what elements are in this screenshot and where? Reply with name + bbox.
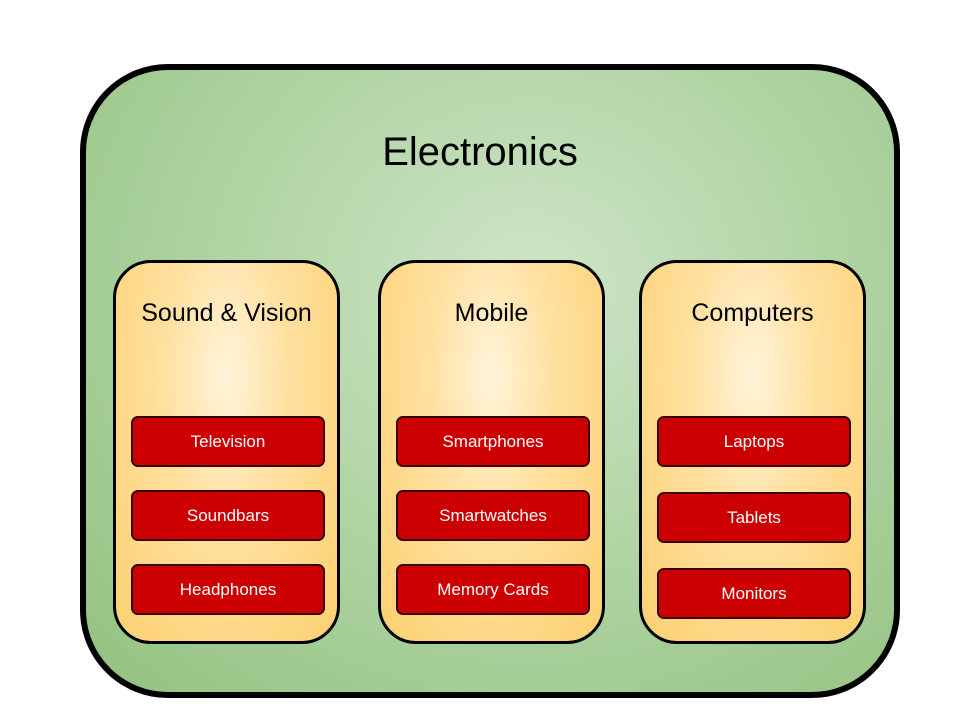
item-soundbars: Soundbars xyxy=(131,490,325,541)
item-television: Television xyxy=(131,416,325,467)
item-laptops: Laptops xyxy=(657,416,851,467)
group-title-mobile: Mobile xyxy=(454,299,529,327)
group-sound-vision: Sound & Vision Television Soundbars Head… xyxy=(113,260,340,644)
group-mobile: Mobile Smartphones Smartwatches Memory C… xyxy=(378,260,605,644)
item-smartwatches: Smartwatches xyxy=(396,490,590,541)
diagram-title: Electronics xyxy=(382,130,578,174)
item-tablets: Tablets xyxy=(657,492,851,543)
item-monitors: Monitors xyxy=(657,568,851,619)
item-smartphones: Smartphones xyxy=(396,416,590,467)
group-title-computers: Computers xyxy=(691,299,814,327)
item-headphones: Headphones xyxy=(131,564,325,615)
item-memory-cards: Memory Cards xyxy=(396,564,590,615)
group-title-sound-vision: Sound & Vision xyxy=(141,299,312,327)
group-computers: Computers Laptops Tablets Monitors xyxy=(639,260,866,644)
